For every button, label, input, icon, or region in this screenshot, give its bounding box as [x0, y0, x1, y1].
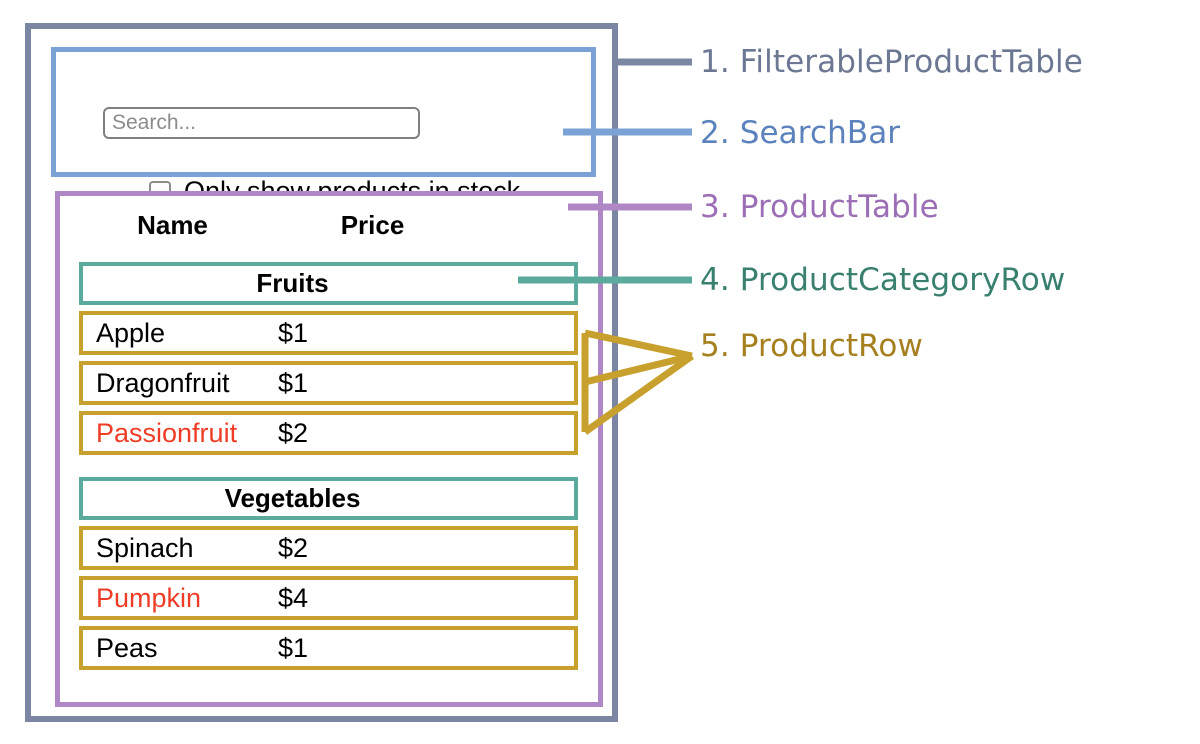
column-header-price: Price: [340, 210, 405, 240]
search-input[interactable]: [103, 107, 420, 139]
product-row-name: Apple: [96, 317, 166, 348]
product-row-name: Passionfruit: [96, 417, 238, 448]
filterable-product-table-box: Only show products in stock Name Price F…: [25, 23, 618, 722]
callout-label-search-bar: 2. SearchBar: [700, 115, 901, 151]
callout-label-product-row: 5. ProductRow: [700, 328, 923, 364]
callout-label-product-category-row: 4. ProductCategoryRow: [700, 262, 1066, 298]
product-table-header: Name Price: [60, 210, 598, 241]
product-row-price: $1: [278, 317, 309, 348]
product-row-name: Peas: [96, 632, 158, 663]
product-row-price: $1: [278, 632, 309, 663]
product-table-box: Name Price Fruits Apple $1 Dragonfruit $…: [55, 191, 603, 707]
product-category-row: Vegetables: [79, 477, 578, 520]
product-category-row-label: Fruits: [256, 268, 329, 298]
product-row: Pumpkin $4: [79, 576, 578, 620]
product-row: Dragonfruit $1: [79, 361, 578, 405]
product-row-price: $4: [278, 582, 309, 613]
product-row: Passionfruit $2: [79, 411, 578, 455]
product-row: Spinach $2: [79, 526, 578, 570]
product-category-row: Fruits: [79, 262, 578, 305]
product-row-price: $1: [278, 367, 309, 398]
product-row-price: $2: [278, 532, 309, 563]
column-header-name: Name: [137, 210, 208, 240]
product-row-name: Spinach: [96, 532, 194, 563]
search-bar-box: Only show products in stock: [51, 47, 596, 205]
callout-label-product-table: 3. ProductTable: [700, 189, 939, 225]
product-category-row-label: Vegetables: [224, 483, 361, 513]
product-row-name: Pumpkin: [96, 582, 202, 613]
product-row-price: $2: [278, 417, 309, 448]
product-row: Apple $1: [79, 311, 578, 355]
product-row: Peas $1: [79, 626, 578, 670]
product-row-name: Dragonfruit: [96, 367, 230, 398]
product-table-rows: Fruits Apple $1 Dragonfruit $1 Passionfr…: [79, 262, 578, 676]
callout-label-filterable-product-table: 1. FilterableProductTable: [700, 44, 1083, 80]
